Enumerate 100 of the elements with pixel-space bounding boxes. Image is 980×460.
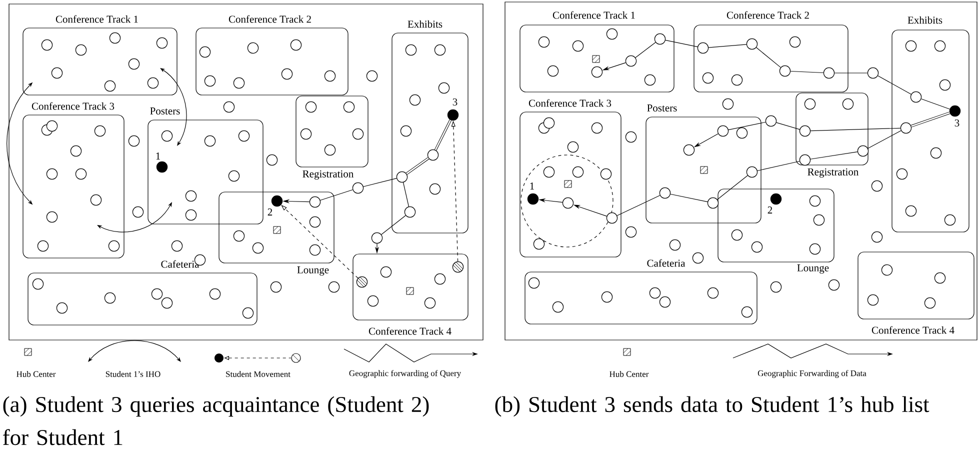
connector-line bbox=[635, 42, 656, 58]
student-circle bbox=[669, 239, 681, 251]
student-circle bbox=[37, 240, 49, 252]
node-label: Conference Track 4 bbox=[872, 326, 954, 334]
student-circle bbox=[266, 154, 278, 166]
student-circle bbox=[823, 67, 835, 79]
student-circle bbox=[380, 266, 392, 278]
student-circle bbox=[242, 307, 254, 319]
student-circle bbox=[606, 212, 618, 224]
student-circle bbox=[751, 241, 763, 253]
student-circle bbox=[128, 135, 140, 147]
student-circle bbox=[309, 196, 321, 208]
student-circle bbox=[233, 77, 245, 89]
student-circle bbox=[600, 168, 612, 180]
legend-label: Student Movement bbox=[226, 371, 290, 377]
student-circle bbox=[46, 168, 58, 180]
student-number: 1 bbox=[156, 152, 160, 160]
student-circle bbox=[75, 168, 87, 180]
crossed-circle bbox=[452, 261, 464, 273]
student-circle bbox=[731, 229, 743, 241]
node-label: Conference Track 4 bbox=[368, 327, 452, 335]
student-circle bbox=[649, 287, 661, 299]
student-circle bbox=[56, 302, 68, 314]
student-circle bbox=[367, 295, 379, 307]
student-circle bbox=[46, 211, 58, 223]
student-circle bbox=[409, 94, 421, 106]
connector-line bbox=[717, 175, 748, 200]
student-circle bbox=[171, 240, 183, 252]
student-circle bbox=[352, 128, 364, 140]
student-circle bbox=[659, 296, 671, 308]
student-circle bbox=[828, 279, 840, 291]
connector-line bbox=[776, 122, 800, 130]
student-circle bbox=[300, 128, 312, 140]
student-circle bbox=[324, 144, 336, 156]
student-circle bbox=[804, 98, 816, 110]
student-circle bbox=[934, 40, 946, 52]
node-label: Exhibits bbox=[408, 20, 442, 28]
student-circle bbox=[896, 168, 908, 180]
connector-line bbox=[910, 112, 950, 128]
student-circle bbox=[736, 127, 748, 139]
legend-label: Hub Center bbox=[16, 371, 56, 377]
student-circle bbox=[270, 281, 282, 293]
student-circle bbox=[625, 226, 637, 238]
connector-line bbox=[878, 75, 912, 95]
student-circle bbox=[606, 28, 618, 40]
student-circle bbox=[741, 306, 753, 318]
student-circle bbox=[404, 206, 416, 218]
student-circle bbox=[108, 240, 120, 252]
student-circle bbox=[247, 42, 259, 54]
student-circle bbox=[601, 291, 613, 303]
student-circle bbox=[400, 125, 412, 137]
student-circle bbox=[204, 135, 216, 147]
student-circle bbox=[328, 281, 340, 293]
student-circle bbox=[228, 170, 240, 182]
node-label: Cafeteria bbox=[647, 259, 686, 267]
student-circle bbox=[644, 74, 656, 86]
student-circle bbox=[305, 101, 317, 113]
student-circle bbox=[654, 33, 666, 45]
student-number: 3 bbox=[452, 98, 458, 106]
connector-line bbox=[868, 130, 902, 149]
student-circle bbox=[396, 171, 408, 183]
student-circle bbox=[799, 125, 811, 137]
student-circle bbox=[90, 194, 102, 206]
connector-line bbox=[402, 182, 410, 207]
room-box: Conference Track 1 bbox=[520, 11, 674, 92]
student-circle bbox=[770, 281, 782, 293]
connector-line bbox=[616, 195, 660, 216]
student-circle bbox=[281, 68, 293, 80]
student-circle bbox=[799, 154, 811, 166]
node-label: Lounge bbox=[297, 266, 329, 276]
connector-line bbox=[670, 194, 708, 202]
node-label: Posters bbox=[150, 108, 180, 114]
node-label: Conference Track 3 bbox=[528, 99, 612, 107]
connector-line bbox=[728, 122, 766, 130]
student-circle bbox=[309, 244, 321, 256]
caption: (a) Student 3 queries acquaintance (Student 2) for Student 1 bbox=[3, 396, 429, 446]
student-circle bbox=[779, 65, 791, 77]
student-circle bbox=[252, 242, 264, 254]
student-circle bbox=[109, 32, 121, 44]
student-circle bbox=[867, 294, 879, 306]
connector-line bbox=[363, 178, 397, 187]
student-circle bbox=[934, 272, 946, 284]
room-box: Conference Track 2 bbox=[694, 11, 848, 92]
connector-line bbox=[381, 215, 406, 235]
student-circle bbox=[567, 141, 579, 153]
student-circle bbox=[352, 182, 364, 194]
student-circle bbox=[944, 214, 956, 226]
student-circle bbox=[543, 117, 555, 129]
student-circle bbox=[75, 44, 87, 56]
student-circle bbox=[424, 297, 436, 309]
student-circle bbox=[324, 70, 336, 82]
student-circle bbox=[132, 206, 144, 218]
student-circle bbox=[572, 40, 584, 52]
student-circle bbox=[625, 55, 637, 67]
room-box: Posters bbox=[646, 104, 762, 224]
student-circle bbox=[867, 67, 879, 79]
student-circle bbox=[809, 243, 821, 255]
student-circle bbox=[429, 183, 441, 195]
student-circle bbox=[683, 144, 695, 156]
student-circle bbox=[625, 131, 637, 143]
